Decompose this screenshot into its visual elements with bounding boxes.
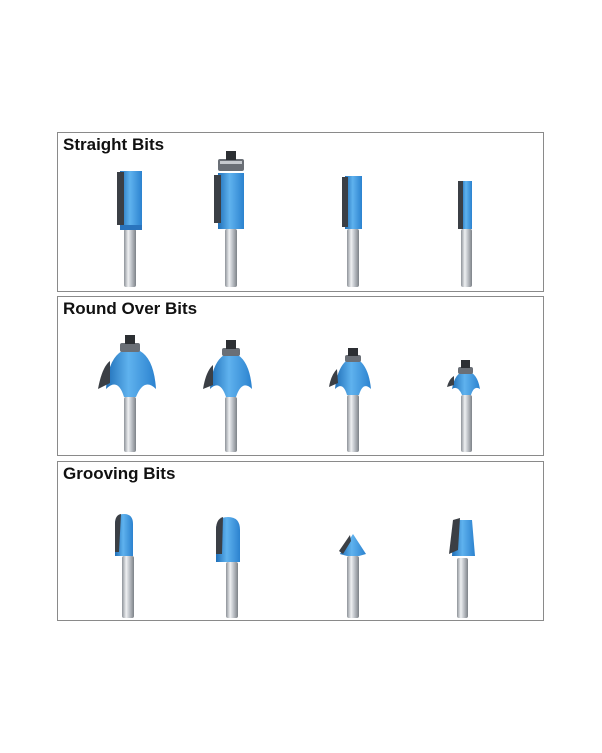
bit-body (452, 373, 480, 395)
carbide-cutter (203, 365, 213, 389)
panel-title: Straight Bits (63, 135, 165, 154)
bearing (120, 343, 140, 352)
bit-body (335, 361, 371, 395)
carbide-cutter (329, 369, 338, 387)
grooving-bits-illustration (115, 514, 475, 618)
bit-body (345, 176, 362, 229)
carbide-cutter (115, 514, 121, 552)
bit-body (218, 173, 244, 229)
bit-body (120, 171, 142, 229)
round-over-bit-small (329, 348, 371, 452)
bearing-screw (226, 340, 236, 349)
bearing-screw (226, 151, 236, 160)
bit-body (461, 181, 472, 229)
shank (461, 229, 472, 287)
straight-bit-narrow (458, 181, 472, 287)
bearing-screw (125, 335, 135, 344)
carbide-cutter (214, 175, 221, 223)
dovetail-bit (449, 518, 475, 618)
carbide-cutter (98, 361, 110, 389)
carbide-cutter (339, 535, 351, 554)
round-over-bits-illustration (98, 335, 480, 452)
bearing (218, 159, 244, 171)
shank (124, 229, 136, 287)
carbide-cutter (458, 181, 463, 229)
shank (461, 395, 472, 452)
carbide-cutter (447, 376, 454, 387)
shank (225, 397, 237, 452)
straight-bit-medium (342, 176, 362, 287)
bearing (222, 348, 240, 356)
core-box-bit-large (216, 517, 240, 618)
shank (225, 229, 237, 287)
shank (122, 556, 134, 618)
bit-body (106, 351, 156, 397)
bit-body (210, 355, 252, 397)
bearing-screw (461, 360, 470, 368)
core-box-bit-small (115, 514, 134, 618)
grooving-bits-panel: Grooving Bits (57, 461, 544, 621)
shank (124, 397, 136, 452)
straight-bits-illustration (117, 151, 472, 287)
round-over-bits-panel: Round Over Bits (57, 296, 544, 456)
panel-title: Grooving Bits (63, 464, 176, 483)
v-groove-bit (339, 534, 366, 618)
bearing (458, 367, 473, 374)
carbide-cutter (449, 518, 460, 554)
carbide-cutter (117, 172, 124, 225)
straight-bit-bearing (214, 151, 244, 287)
bearing-screw (348, 348, 358, 356)
straight-bit-wide (117, 171, 142, 287)
round-over-bit-large (98, 335, 156, 452)
straight-bits-panel: Straight Bits (57, 132, 544, 292)
carbide-cutter (342, 177, 348, 227)
shank (457, 558, 468, 618)
panel-title: Round Over Bits (63, 299, 198, 318)
round-over-bit-medium (203, 340, 252, 452)
shank (347, 395, 359, 452)
carbide-cutter (216, 517, 223, 554)
bit-body (340, 534, 366, 556)
bearing (345, 355, 361, 362)
round-over-bit-tiny (447, 360, 480, 452)
shank (347, 229, 359, 287)
shank (347, 556, 359, 618)
shank (226, 562, 238, 618)
